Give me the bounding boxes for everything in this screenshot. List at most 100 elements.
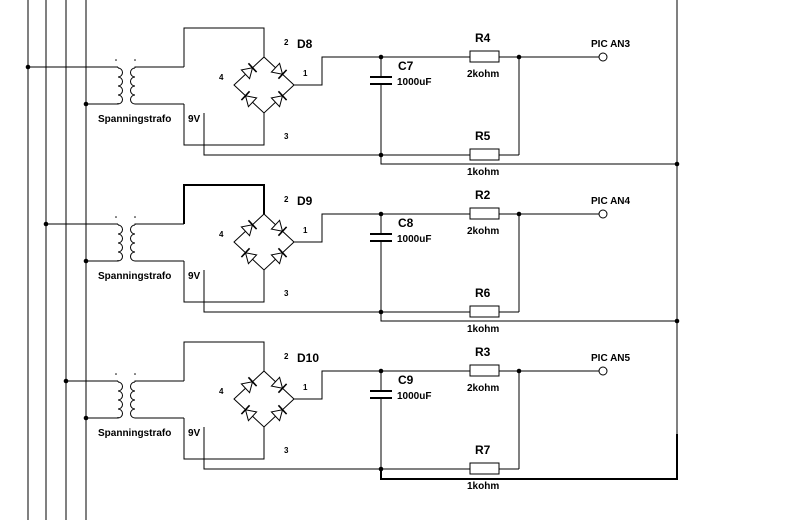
diode-triangle <box>244 252 258 265</box>
diode-bar <box>247 219 258 230</box>
resistor-body <box>469 50 500 63</box>
bridge-outline <box>233 56 295 114</box>
ac-wire-top <box>183 27 265 67</box>
ac-wire-bottom <box>183 418 265 460</box>
diode-bar <box>247 62 258 73</box>
ac-wire-bottom <box>183 104 265 146</box>
output-label: PIC AN3 <box>591 39 631 50</box>
junction-dot <box>83 101 89 107</box>
positive-wire <box>294 56 381 86</box>
output-terminal: PIC AN4 <box>519 196 631 219</box>
transformer-voltage: 9V <box>188 428 201 439</box>
diode-triangle <box>270 409 284 422</box>
diode-bar <box>247 376 258 387</box>
cap-name: C8 <box>398 216 414 230</box>
diode-bar <box>277 69 288 80</box>
bridge-pin-top: 2 <box>284 195 289 204</box>
bridge-pin-left: 4 <box>219 73 224 82</box>
diode-triangle <box>270 219 284 232</box>
terminal-icon <box>598 366 608 376</box>
resistor-body <box>469 207 500 220</box>
junction-dot <box>674 318 680 324</box>
return-wire <box>203 270 470 313</box>
shunt-res-name: R5 <box>475 129 491 143</box>
supply-rails <box>27 0 678 520</box>
diode-bar <box>277 226 288 237</box>
shunt-res-value: 1kohm <box>467 481 499 492</box>
diode-bar <box>240 90 251 101</box>
bridge-pin-bottom: 3 <box>284 446 289 455</box>
primary-coil <box>117 67 123 105</box>
ac-wire-top <box>183 341 265 381</box>
bridge-outline <box>233 370 295 428</box>
bridge-pin-right: 1 <box>303 69 308 78</box>
series-res-name: R3 <box>475 345 491 359</box>
junction-dot <box>83 415 89 421</box>
diode-icon <box>240 219 258 237</box>
resistor-body <box>469 305 500 318</box>
shunt-res-name: R6 <box>475 286 491 300</box>
series-res-value: 2kohm <box>467 226 499 237</box>
shunt-res-name: R7 <box>475 443 491 457</box>
return-path <box>203 270 680 324</box>
resistor-body <box>469 364 500 377</box>
transformer-label: Spanningstrafo <box>98 271 171 282</box>
output-label: PIC AN4 <box>591 196 631 207</box>
transformer: Spanningstrafo 9V <box>25 59 201 125</box>
bridge-outline <box>233 213 295 271</box>
diode-bar <box>277 383 288 394</box>
shunt-res-value: 1kohm <box>467 324 499 335</box>
diode-triangle <box>270 252 284 265</box>
bridge-pin-right: 1 <box>303 226 308 235</box>
junction-dot <box>674 161 680 167</box>
return-path <box>203 427 678 480</box>
shunt-resistor: R5 1kohm <box>467 57 520 178</box>
ac-wire-bottom <box>183 261 265 303</box>
diode-triangle <box>270 376 284 389</box>
transformer-label: Spanningstrafo <box>98 114 171 125</box>
ground-bus <box>380 312 677 322</box>
secondary-coil <box>130 224 136 262</box>
polarity-dot <box>115 59 117 61</box>
junction-dot <box>25 64 31 70</box>
diode-icon <box>240 62 258 80</box>
diode-icon <box>240 404 258 422</box>
diode-icon <box>270 404 288 422</box>
diode-triangle <box>240 224 254 237</box>
shunt-resistor: R6 1kohm <box>467 214 520 335</box>
transformer-voltage: 9V <box>188 114 201 125</box>
polarity-dot <box>115 216 117 218</box>
primary-coil <box>117 224 123 262</box>
secondary-coil <box>130 381 136 419</box>
bridge-pin-top: 2 <box>284 352 289 361</box>
series-res-name: R4 <box>475 31 491 45</box>
diode-triangle <box>270 95 284 108</box>
polarity-dot <box>134 216 136 218</box>
diode-icon <box>270 219 288 237</box>
cap-name: C7 <box>398 59 414 73</box>
bridge-name: D8 <box>297 37 313 51</box>
secondary-wire-top <box>134 66 184 68</box>
diode-icon <box>270 90 288 108</box>
transformer-voltage: 9V <box>188 271 201 282</box>
diode-icon <box>270 247 288 265</box>
diode-icon <box>240 376 258 394</box>
positive-wire <box>294 370 381 400</box>
diode-triangle <box>240 67 254 80</box>
shunt-res-value: 1kohm <box>467 167 499 178</box>
diode-triangle <box>240 381 254 394</box>
junction-dot <box>83 258 89 264</box>
